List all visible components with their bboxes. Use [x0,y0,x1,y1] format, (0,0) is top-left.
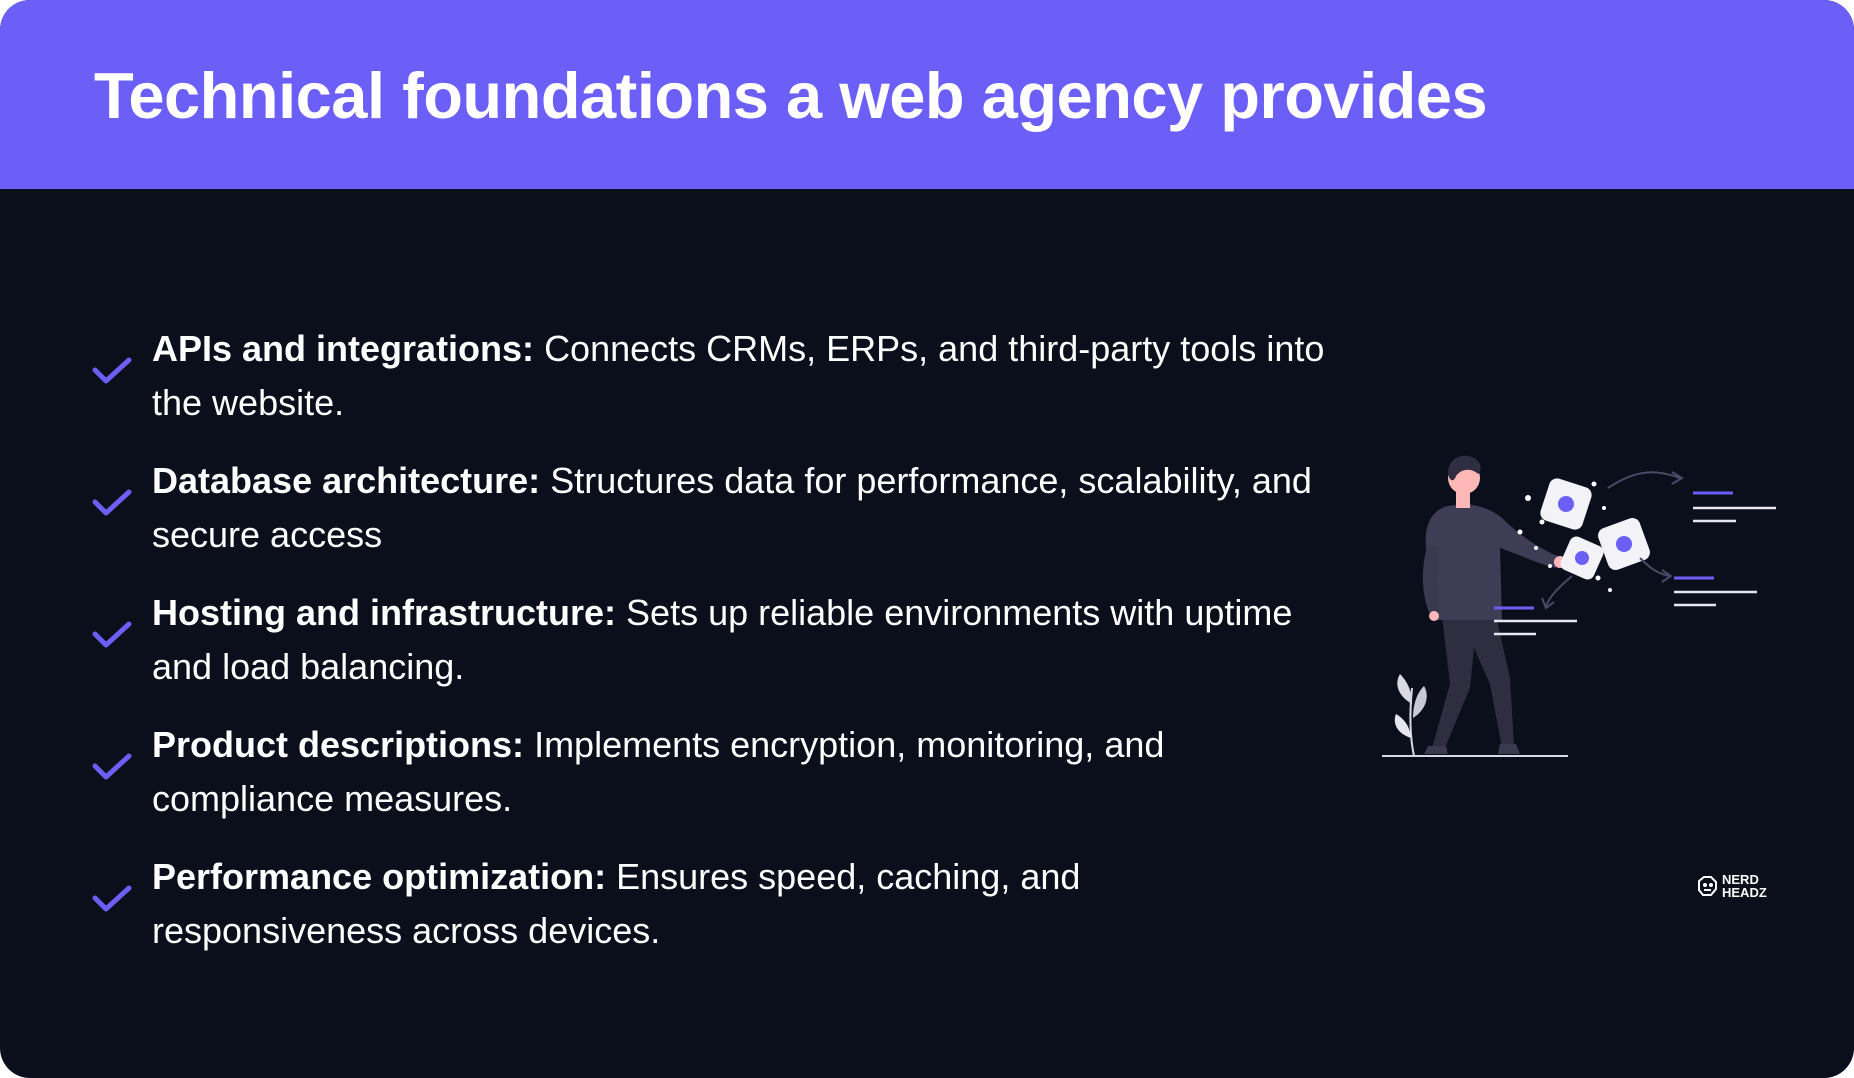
person-with-data-blocks-illustration [1382,455,1776,757]
list-item-title: APIs and integrations: [152,328,535,369]
list-item-title: Database architecture: [152,460,541,501]
list-item: APIs and integrations: Connects CRMs, ER… [92,322,1324,454]
page-title: Technical foundations a web agency provi… [94,59,1488,132]
list-item-text: Database architecture: Structures data f… [152,454,1332,562]
list-item-description: Sets up reliable environments with uptim… [152,592,1293,687]
brand-line-1: NERD [1722,872,1759,887]
list-item-title: Product descriptions: [152,724,525,765]
list-item-description: Implements encryption, monitoring, and c… [152,724,1165,819]
list-item-description: Connects CRMs, ERPs, and third-party too… [152,328,1325,423]
list-item: Product descriptions: Implements encrypt… [92,718,1312,850]
list-item-text: Performance optimization: Ensures speed,… [152,850,1332,958]
header-banner: Technical foundations a web agency provi… [0,0,1854,189]
checkmark-icon [92,621,132,648]
list-item: Database architecture: Structures data f… [92,454,1312,586]
checkmark-icon [92,753,132,780]
brand-wordmark: NERD HEADZ [1722,873,1767,899]
brand-logo: NERD HEADZ [1696,873,1780,901]
checkmark-icon [92,489,132,516]
list-item-title: Performance optimization: [152,856,607,897]
feature-list: APIs and integrations: Connects CRMs, ER… [92,322,1324,982]
list-item: Performance optimization: Ensures speed,… [92,850,1312,982]
list-item-title: Hosting and infrastructure: [152,592,617,633]
list-item-description: Structures data for performance, scalabi… [152,460,1312,555]
list-item-text: APIs and integrations: Connects CRMs, ER… [152,322,1332,430]
list-item-text: Hosting and infrastructure: Sets up reli… [152,586,1332,694]
list-item-text: Product descriptions: Implements encrypt… [152,718,1332,826]
list-item-description: Ensures speed, caching, and responsivene… [152,856,1081,951]
checkmark-icon [92,885,132,912]
checkmark-icon [92,357,132,384]
list-item: Hosting and infrastructure: Sets up reli… [92,586,1312,718]
nerdheadz-logo-icon [1698,876,1717,896]
brand-line-2: HEADZ [1722,885,1767,900]
